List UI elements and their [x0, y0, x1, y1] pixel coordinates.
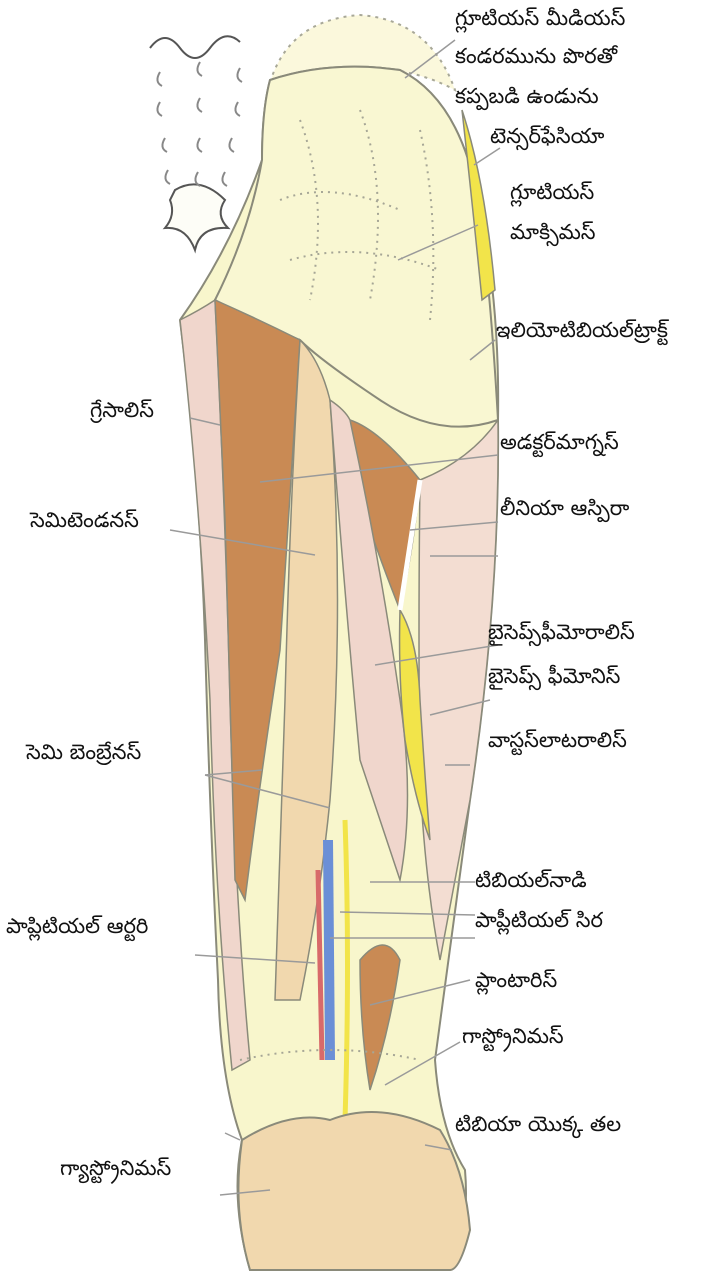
label-gluteus-medius-line1: గ్లూటియస్ మీడియస్: [455, 4, 625, 32]
label-linea-aspera: లీనియా ఆస్పిరా: [500, 494, 629, 522]
label-gluteus-maximus-line1: గ్లూటియస్: [510, 178, 594, 206]
label-biceps-femoris-1: బైసెప్స్‌ఫీమోరాలిస్: [488, 618, 635, 646]
tibial-nerve: [345, 820, 348, 1120]
label-gastrocnemius-left: గ్యాస్ట్రోనిమస్: [60, 1154, 171, 1182]
label-adductor-magnus: అడక్టర్‌మాగ్నస్: [500, 428, 619, 456]
label-semimembranosus: సెమి బెంబ్రేనస్: [26, 738, 141, 766]
label-gastrocnemius-right: గాస్ట్రోనిమస్: [462, 1022, 564, 1050]
label-tibia-head: టిబియా యొక్క తల: [455, 1110, 621, 1138]
label-iliotibial-tract: ఇలియోటిబియల్‌ట్రాక్ట్: [496, 316, 668, 344]
label-gluteus-medius-line2: కండరమును పొరతో: [455, 42, 617, 70]
sacral-foramina: [157, 62, 242, 186]
label-semitendinosus: సెమిటెండనస్: [30, 506, 139, 534]
label-popliteal-artery: పాప్లిటియల్ ఆర్టరి: [6, 912, 148, 940]
label-popliteal-vein: పాప్లీటియల్ సిర: [475, 906, 603, 934]
label-tibial-nerve: టిబియల్‌నాడి: [475, 866, 587, 894]
popliteal-vein: [328, 840, 330, 1060]
gastrocnemius-lower: [238, 1112, 470, 1270]
label-vastus-lateralis: వాస్టస్‌లాటరాలిస్: [488, 726, 627, 754]
label-biceps-femoris-2: బైసెప్స్ ఫీమోనిస్: [488, 662, 620, 690]
label-gluteus-medius-line3: కప్పబడి ఉండును: [455, 82, 599, 110]
label-plantaris: ప్లాంటారిస్: [475, 966, 557, 994]
label-tensor-fasciae: టెన్సర్‌ఫేసియా: [490, 122, 604, 150]
label-gluteus-maximus-line2: మాక్సిమస్: [510, 218, 596, 246]
label-gracilis: గ్రేసాలిస్: [90, 396, 154, 424]
